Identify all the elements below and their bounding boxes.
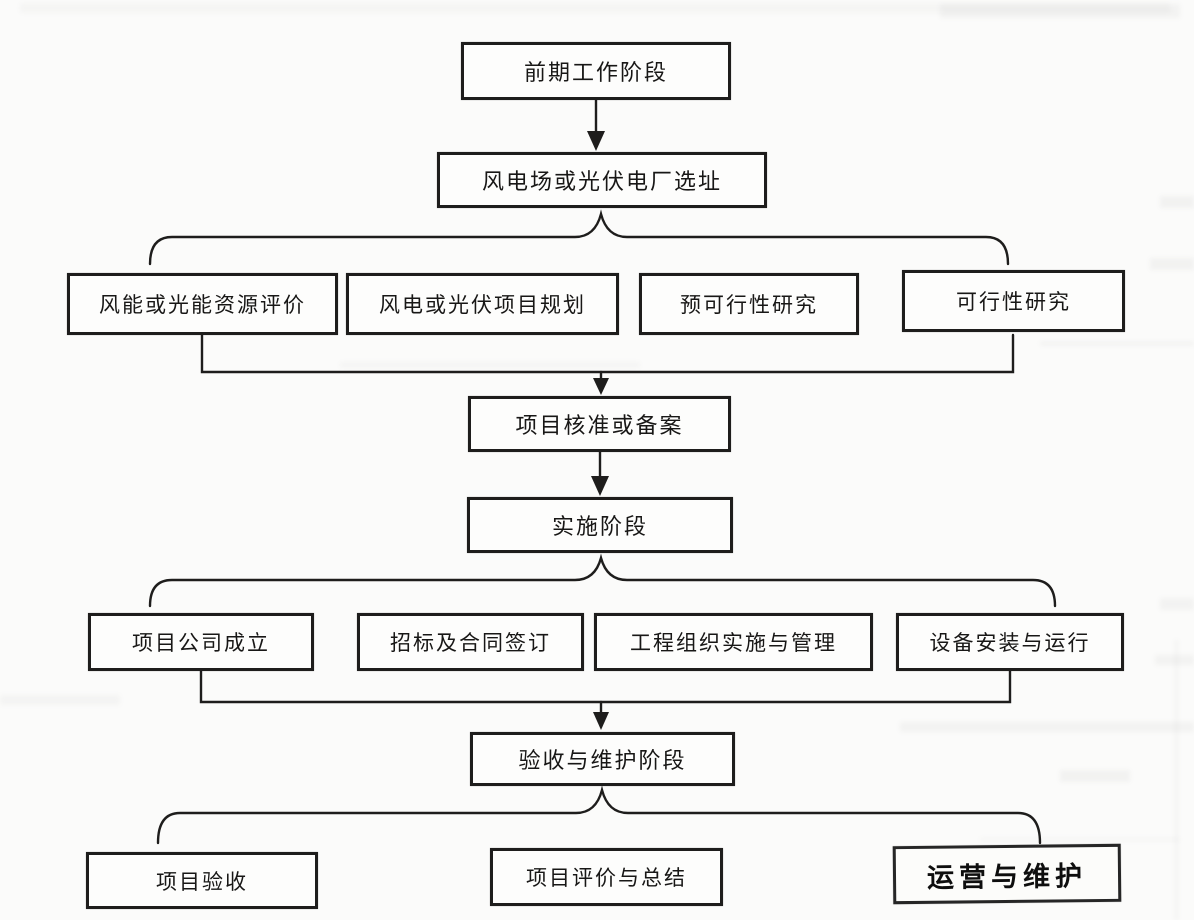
- node-label: 风电或光伏项目规划: [379, 293, 586, 317]
- node-construction-management: 工程组织实施与管理: [594, 613, 873, 671]
- node-pre-feasibility-study: 预可行性研究: [639, 273, 859, 335]
- node-site-selection: 风电场或光伏电厂选址: [437, 152, 767, 208]
- brace-acceptance-tasks: [156, 785, 1042, 845]
- arrowhead: [593, 712, 609, 730]
- node-label: 前期工作阶段: [523, 60, 668, 85]
- node-label: 招标及合同签订: [390, 631, 551, 655]
- node-operation-maintenance: 运营与维护: [892, 843, 1122, 905]
- node-feasibility-study: 可行性研究: [902, 270, 1125, 332]
- node-label: 项目核准或备案: [515, 413, 684, 438]
- node-project-acceptance: 项目验收: [86, 852, 318, 909]
- node-label: 项目评价与总结: [526, 866, 687, 890]
- merge-early-work-tasks: [200, 333, 1015, 374]
- brace-early-work-tasks: [148, 209, 1010, 266]
- node-label: 可行性研究: [956, 290, 1071, 314]
- node-label: 风电场或光伏电厂选址: [481, 169, 722, 194]
- node-label: 预可行性研究: [680, 293, 818, 317]
- node-label: 风能或光能资源评价: [99, 293, 306, 317]
- node-label: 验收与维护阶段: [518, 748, 687, 773]
- node-label: 运营与维护: [926, 860, 1088, 894]
- node-project-evaluation: 项目评价与总结: [490, 848, 723, 906]
- node-equipment-installation: 设备安装与运行: [896, 613, 1124, 671]
- arrowhead: [591, 476, 609, 496]
- arrowhead: [593, 378, 609, 395]
- node-project-approval: 项目核准或备案: [468, 396, 731, 452]
- node-bidding-contract: 招标及合同签订: [357, 613, 584, 671]
- node-label: 工程组织实施与管理: [630, 631, 837, 655]
- node-label: 设备安装与运行: [929, 631, 1091, 655]
- node-acceptance-maintenance-phase: 验收与维护阶段: [470, 732, 735, 786]
- node-early-work-phase: 前期工作阶段: [461, 42, 731, 100]
- node-project-planning: 风电或光伏项目规划: [346, 273, 619, 335]
- brace-implementation-tasks: [148, 553, 1057, 608]
- node-company-establishment: 项目公司成立: [88, 613, 314, 671]
- node-resource-evaluation: 风能或光能资源评价: [67, 273, 338, 335]
- node-label: 项目公司成立: [132, 631, 270, 655]
- node-label: 实施阶段: [551, 514, 648, 539]
- merge-implementation-tasks: [199, 669, 1012, 704]
- arrowhead: [587, 131, 605, 151]
- node-implementation-phase: 实施阶段: [467, 497, 733, 553]
- node-label: 项目验收: [156, 869, 248, 894]
